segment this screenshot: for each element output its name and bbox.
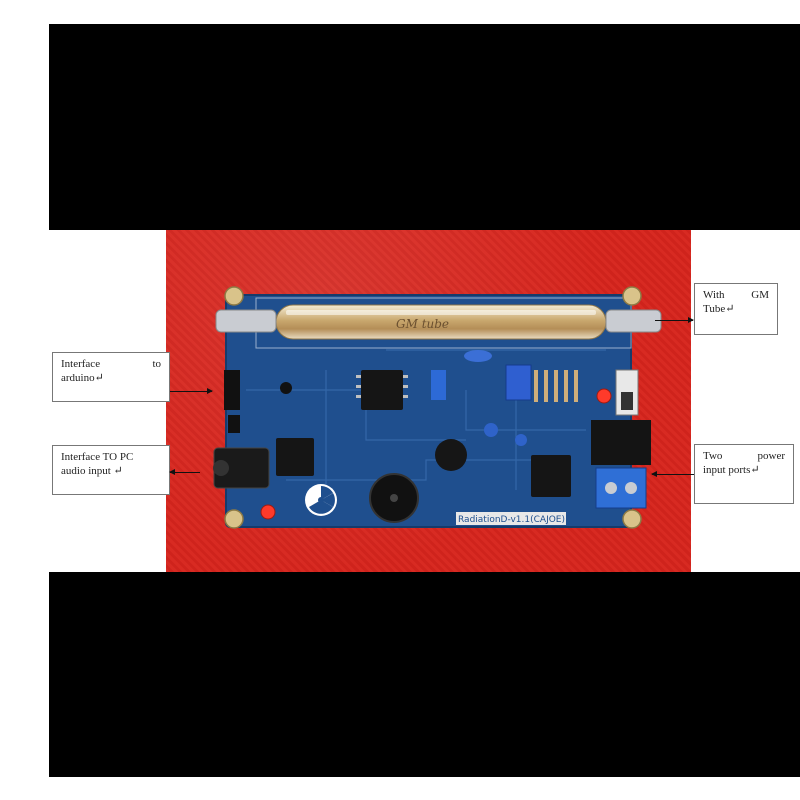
callout-arduino-word1: Interface — [61, 358, 101, 370]
callout-gm-tube: With GM Tube↵ — [694, 283, 778, 335]
arrow-pc-audio — [169, 469, 200, 475]
callout-gm-line2: Tube↵ — [703, 303, 735, 315]
callout-gm-word2: GM — [751, 289, 769, 301]
arrow-power — [651, 471, 694, 477]
callout-gm-word1: With — [703, 289, 725, 301]
board-silkscreen-label: RadiationD-v1.1(CAJOE) — [458, 515, 565, 525]
callout-power-line2: input ports↵ — [703, 464, 760, 476]
callout-power-ports: Two power input ports↵ — [694, 444, 794, 504]
callout-arduino-line2: arduino↵ — [61, 372, 104, 384]
letterbox-top — [49, 24, 800, 230]
letterbox-bottom — [49, 572, 800, 777]
pcb-illustration: GM tube — [213, 286, 662, 529]
screw-terminal — [595, 467, 647, 509]
callout-pc-audio-line1: Interface TO PC — [61, 451, 134, 463]
arrow-arduino — [170, 388, 213, 394]
callout-power-word1: Two — [703, 450, 723, 462]
callout-interface-arduino: Interface to arduino↵ — [52, 352, 170, 402]
callout-power-word2: power — [757, 450, 786, 462]
geiger-board-photo: GM tube — [166, 230, 691, 572]
callout-pc-audio-line2: audio input ↵ — [61, 465, 123, 477]
callout-arduino-word2: to — [152, 358, 161, 370]
dc-power-jack — [591, 420, 651, 465]
callout-interface-pc-audio: Interface TO PC audio input ↵ — [52, 445, 170, 495]
tube-print: GM tube — [396, 317, 449, 331]
arrow-gm-tube — [655, 317, 694, 323]
